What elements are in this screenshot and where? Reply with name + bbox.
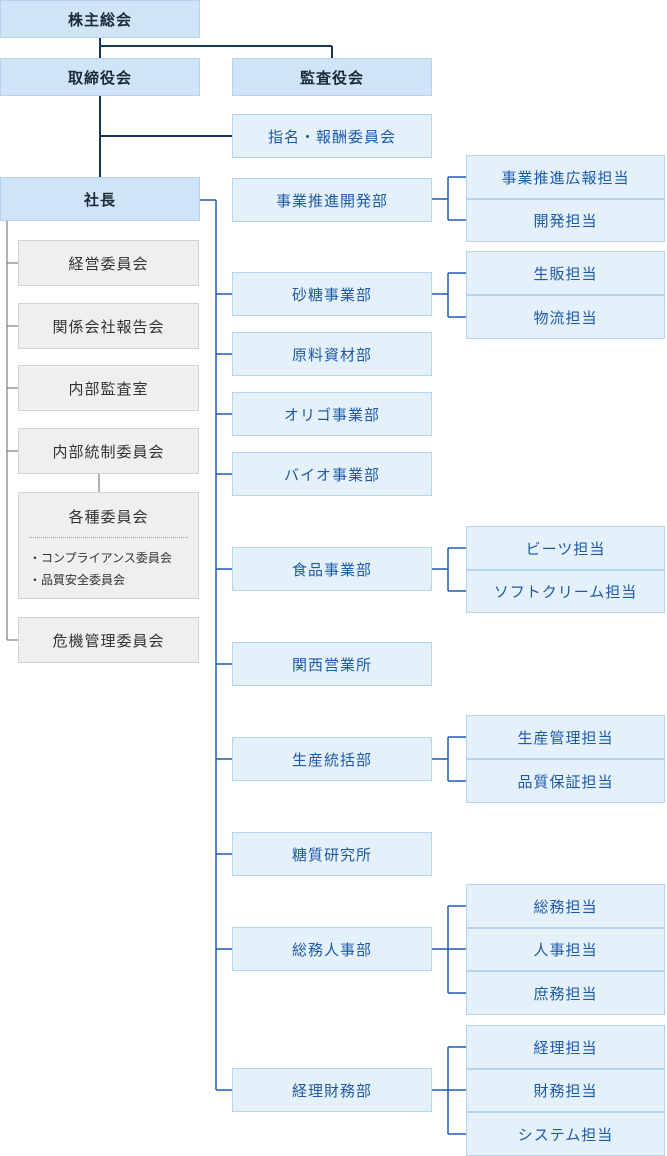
shareholders-meeting-box: 株主総会 <box>0 0 200 38</box>
department-box: 経理財務部 <box>232 1068 432 1112</box>
department-box: 砂糖事業部 <box>232 272 432 316</box>
dotted-divider <box>29 537 188 538</box>
various-committees-title: 各種委員会 <box>68 508 149 526</box>
various-committees-box: 各種委員会 ・コンプライアンス委員会 ・品質安全委員会 <box>18 492 199 599</box>
audit-board-box: 監査役会 <box>232 58 432 96</box>
department-box: 関西営業所 <box>232 642 432 686</box>
subsection-box: 経理担当 <box>466 1025 665 1069</box>
board-of-directors-box: 取締役会 <box>0 58 200 96</box>
quality-safety-committee-item: ・品質安全委員会 <box>29 573 126 587</box>
department-box: 原料資材部 <box>232 332 432 376</box>
affiliates-report-box: 関係会社報告会 <box>18 303 199 349</box>
internal-audit-box: 内部監査室 <box>18 365 199 411</box>
compliance-committee-item: ・コンプライアンス委員会 <box>29 551 172 565</box>
department-box: 総務人事部 <box>232 927 432 971</box>
subsection-box: ビーツ担当 <box>466 526 665 570</box>
department-box: 食品事業部 <box>232 547 432 591</box>
subsection-box: 庶務担当 <box>466 971 665 1015</box>
department-box: オリゴ事業部 <box>232 392 432 436</box>
department-box: 糖質研究所 <box>232 832 432 876</box>
subsection-box: 人事担当 <box>466 928 665 971</box>
subsection-box: 生販担当 <box>466 251 665 295</box>
subsection-box: 物流担当 <box>466 295 665 339</box>
subsection-box: 生産管理担当 <box>466 715 665 759</box>
subsection-box: ソフトクリーム担当 <box>466 570 665 613</box>
management-committee-box: 経営委員会 <box>18 240 199 286</box>
department-box: 生産統括部 <box>232 737 432 781</box>
internal-control-committee-box: 内部統制委員会 <box>18 428 199 474</box>
subsection-box: 開発担当 <box>466 199 665 242</box>
nomination-committee-box: 指名・報酬委員会 <box>232 114 432 158</box>
subsection-box: 総務担当 <box>466 884 665 928</box>
department-box: 事業推進開発部 <box>232 178 432 222</box>
subsection-box: 品質保証担当 <box>466 759 665 803</box>
subsection-box: 財務担当 <box>466 1069 665 1112</box>
subsection-box: システム担当 <box>466 1112 665 1156</box>
president-box: 社長 <box>0 177 200 221</box>
crisis-management-committee-box: 危機管理委員会 <box>18 617 199 663</box>
subsection-box: 事業推進広報担当 <box>466 155 665 199</box>
department-box: バイオ事業部 <box>232 452 432 496</box>
